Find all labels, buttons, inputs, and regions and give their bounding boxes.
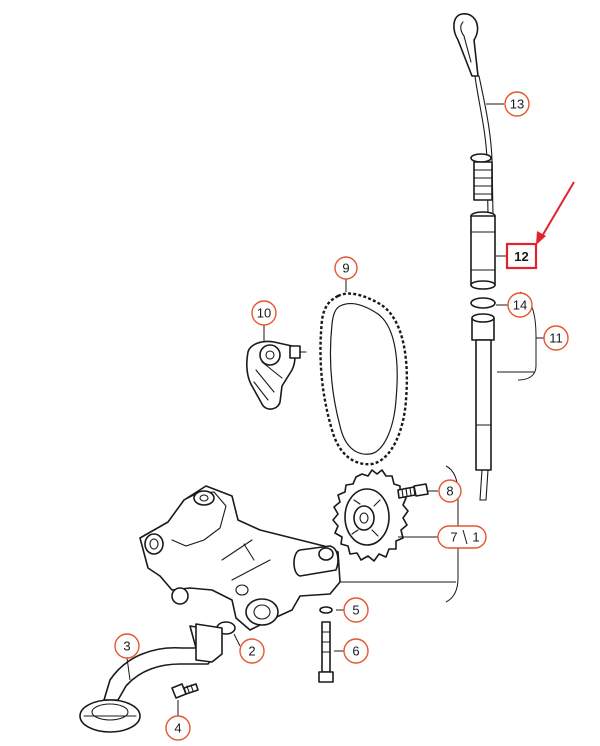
svg-text:12: 12 [514, 249, 528, 264]
callout-2[interactable]: 2 [239, 638, 265, 664]
svg-text:6: 6 [352, 644, 359, 659]
sprocket [332, 469, 409, 562]
callout-10[interactable]: 10 [251, 300, 277, 326]
oil-pump-housing [139, 485, 341, 631]
highlight-arrow [536, 181, 575, 245]
timing-chain [319, 292, 409, 466]
svg-text:2: 2 [248, 644, 255, 659]
svg-text:4: 4 [174, 721, 181, 736]
o-ring [470, 297, 496, 309]
svg-text:14: 14 [513, 298, 527, 313]
highlight-box [505, 242, 538, 270]
svg-text:8: 8 [446, 484, 453, 499]
svg-text:13: 13 [510, 97, 524, 112]
suction-pipe [79, 623, 223, 733]
lower-tube [471, 313, 495, 501]
callout-14[interactable]: 14 [507, 292, 533, 318]
svg-text:3: 3 [123, 639, 130, 654]
chain-tensioner [246, 340, 307, 410]
callout-9[interactable]: 9 [334, 256, 358, 280]
callout-12[interactable]: 12 [505, 242, 538, 270]
leader-lines [126, 103, 544, 716]
svg-text:5: 5 [352, 603, 359, 618]
callout-7-1[interactable]: 7 1 [437, 525, 487, 549]
callout-8[interactable]: 8 [438, 479, 462, 503]
svg-text:11: 11 [549, 331, 563, 346]
callout-3[interactable]: 3 [114, 633, 140, 659]
callout-6[interactable]: 6 [343, 638, 369, 664]
pipe-bolt [171, 683, 199, 699]
callout-4[interactable]: 4 [165, 715, 191, 741]
washer [319, 606, 333, 614]
long-bolt [318, 621, 334, 683]
callout-13[interactable]: 13 [504, 91, 530, 117]
svg-text:9: 9 [342, 261, 349, 276]
svg-text:1: 1 [472, 530, 479, 545]
callout-11[interactable]: 11 [543, 325, 569, 351]
guide-tube [470, 211, 496, 290]
dipstick [453, 13, 494, 216]
sprocket-bolt [397, 483, 429, 499]
callout-5[interactable]: 5 [343, 597, 369, 623]
svg-text:7: 7 [450, 530, 457, 545]
svg-text:10: 10 [257, 306, 271, 321]
